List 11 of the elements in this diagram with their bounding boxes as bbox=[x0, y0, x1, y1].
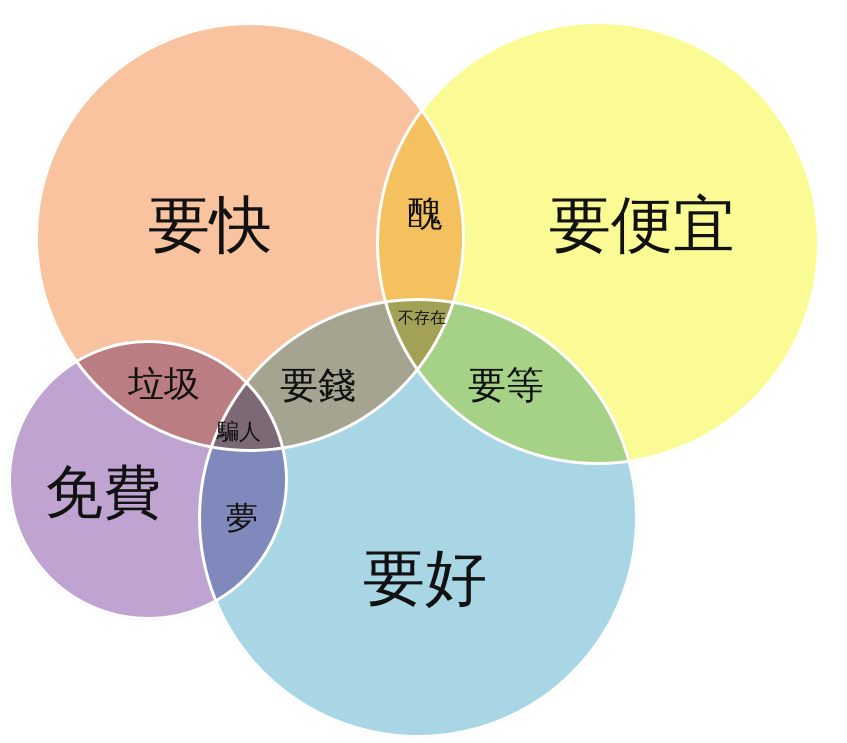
circle-label: 免費 bbox=[45, 463, 161, 521]
circle-label: 要好 bbox=[363, 547, 487, 609]
circle-label: 要便宜 bbox=[549, 194, 735, 256]
region-label: 不存在 bbox=[398, 310, 446, 326]
region-label: 騙人 bbox=[217, 422, 261, 444]
region-label: 垃圾 bbox=[128, 367, 200, 403]
region-label: 要等 bbox=[468, 366, 544, 404]
region-label: 要錢 bbox=[280, 366, 356, 404]
region-label: 醜 bbox=[407, 197, 443, 233]
circle-label: 要快 bbox=[148, 194, 272, 256]
region-label: 夢 bbox=[226, 502, 258, 534]
